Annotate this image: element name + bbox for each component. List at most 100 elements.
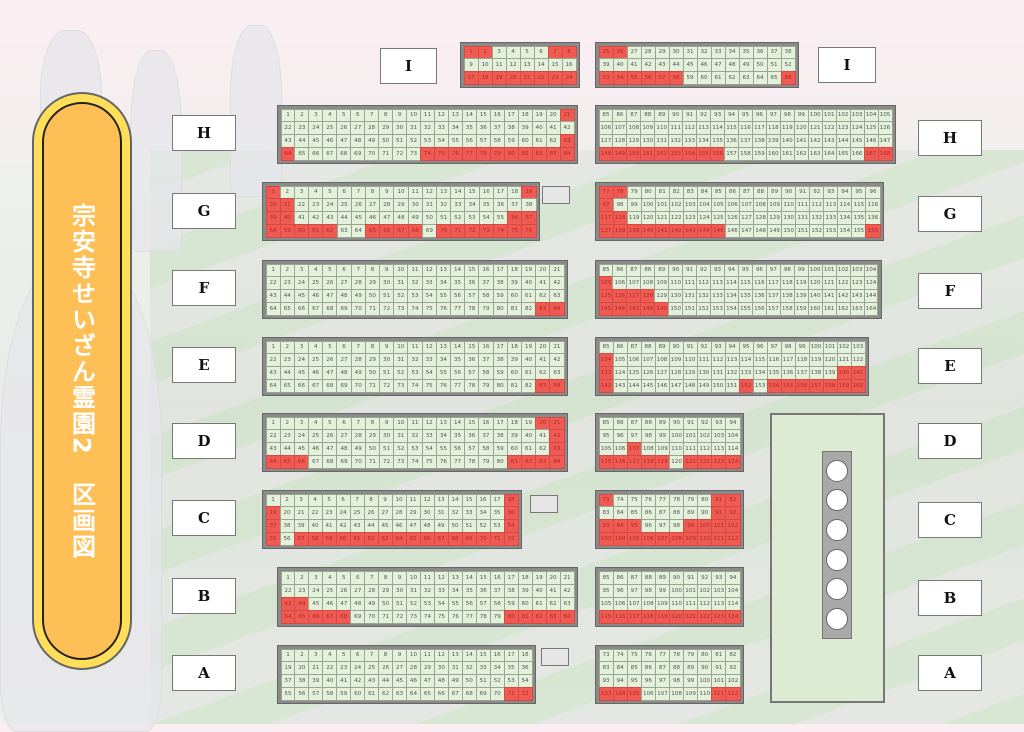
plot-cell-available: 5 [336,570,352,585]
plot-cell-available: 89 [654,263,670,278]
plot-cell-occupied: 7 [547,45,563,60]
plot-cell-available: 147 [668,378,684,393]
plot-cell-available: 91 [682,108,698,123]
plot-cell-available: 67 [447,686,463,701]
plot-cell-available: 21 [308,661,324,675]
plot-cell-available: 88 [640,263,656,278]
plot-cell-available: 110 [781,198,797,212]
plot-cell-available: 33 [421,276,437,290]
plot-cell-available: 34 [489,661,505,675]
plot-cell-available: 134 [837,211,853,225]
plot-cell-occupied: 61 [349,531,365,546]
plot-cell-available: 75 [626,648,642,663]
plot-cell-available: 26 [322,276,338,290]
plot-cell-available: 147 [739,223,755,238]
plot-cell-available: 129 [767,211,783,225]
plot-cell-available: 108 [669,686,685,701]
plot-cell-available: 97 [626,583,642,598]
plot-cell-available: 44 [294,134,310,148]
plot-cell-available: 34 [724,45,740,60]
plot-cell-available: 90 [781,185,797,200]
plot-cell-occupied: 156 [865,223,881,238]
plot-cell-available: 58 [478,366,494,380]
plot-cell-available: 57 [464,442,480,456]
plot-cell-available: 96 [640,674,656,688]
plot-cell-available: 38 [492,276,508,290]
plot-cell-available: 133 [710,289,726,303]
plot-cell-available: 146 [654,378,670,393]
plot-cell-occupied: 1 [265,185,281,200]
plot-cell-available: 12 [433,570,449,585]
plot-cell-available: 85 [626,661,642,675]
plot-cell-available: 111 [795,198,811,212]
plot-cell-available: 7 [364,108,380,123]
plot-cell-available: 64 [350,223,366,238]
plot-cell-available: 10 [391,493,407,508]
plot-cell-available: 59 [492,366,508,380]
plot-cell-available: 44 [279,366,295,380]
plot-cell-available: 100 [669,583,685,598]
plot-cell-available: 91 [682,263,698,278]
plot-cell-available: 14 [449,263,466,278]
plot-cell-available: 98 [669,674,685,688]
title-inner: 宗安寺せいざん霊園2 区画図 [42,102,122,660]
plot-cell-available: 31 [682,45,698,60]
plot-cell-available: 109 [654,276,670,290]
plot-cell-available: 15 [464,185,480,200]
plot-cell-occupied: 124 [725,609,741,624]
plot-cell-available: 53 [464,211,480,225]
plot-cell-available: 25 [349,506,365,520]
plot-cell-available: 88 [640,570,656,585]
plot-cell-available: 16 [561,58,577,72]
plot-cell-available: 19 [531,570,547,585]
plot-cell-available: 50 [461,674,477,688]
plot-cell-available: 86 [612,416,628,431]
plot-cell-available: 77 [654,648,670,663]
plot-cell-available: 87 [654,506,670,520]
plot-cell-available: 126 [724,211,740,225]
plot-cell-available: 21 [559,570,575,585]
plot-cell-occupied: 106 [640,531,656,546]
plot-cell-available: 43 [265,442,281,456]
plot-cell-available: 153 [752,378,768,393]
plot-cell-occupied: 24 [561,70,577,85]
plot-cell-occupied: 78 [612,185,628,200]
plot-cell-available: 151 [795,223,811,238]
plot-cell-available: 105 [598,596,614,611]
plot-cell-available: 28 [350,353,366,367]
plot-cell-available: 33 [421,429,437,443]
plot-cell-available: 129 [654,289,670,303]
plot-cell-available: 6 [335,493,351,508]
plot-cell-available: 102 [697,429,713,443]
plot-cell-available: 16 [489,108,505,123]
plot-cell-available: 79 [683,648,699,663]
plot-cell-available: 88 [640,340,656,355]
plot-cell-occupied: 65 [364,223,381,238]
plot-cell-available: 59 [492,442,508,456]
plot-cell-occupied: 122 [697,609,713,624]
plot-cell-available: 35 [449,429,466,443]
plot-cell-available: 11 [407,263,423,278]
plot-cell-available: 71 [378,609,394,624]
plot-cell-available: 51 [392,596,408,611]
plot-cell-available: 65 [766,70,782,85]
plot-cell-available: 49 [364,134,380,148]
plot-cell-occupied: 66 [308,609,324,624]
plot-cell-available: 50 [421,211,438,225]
plot-cell-available: 64 [752,70,768,85]
plot-cell-occupied: 141 [850,366,866,380]
plot-cell-available: 85 [626,506,642,520]
row-label-I-left: I [380,48,437,84]
plot-cell-available: 42 [549,276,565,290]
plot-cell-occupied: 150 [626,146,642,161]
plot-cell-available: 39 [308,674,324,688]
plot-cell-available: 22 [265,276,281,290]
plot-cell-available: 95 [851,185,867,200]
plot-cell-available: 38 [492,429,508,443]
plot-cell-occupied: 118 [640,609,656,624]
plot-cell-available: 83 [598,506,614,520]
plot-cell-available: 30 [379,276,395,290]
plot-cell-available: 53 [420,134,435,148]
plot-cell-available: 51 [379,442,395,456]
plot-cell-available: 55 [447,134,463,148]
